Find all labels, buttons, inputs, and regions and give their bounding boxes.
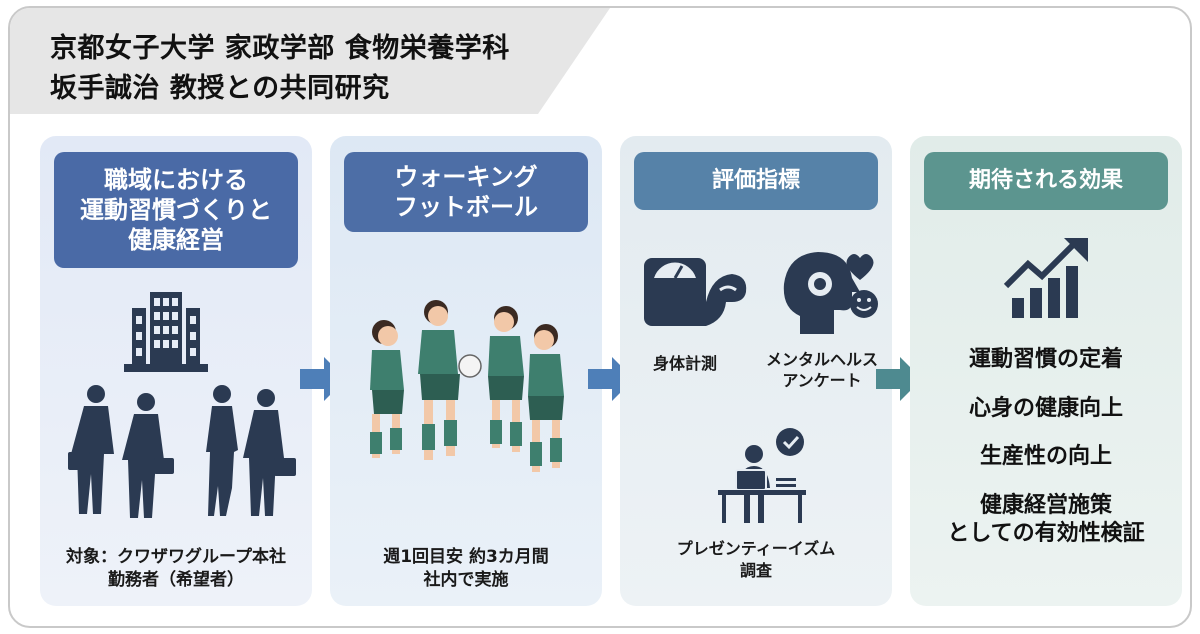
header-title-line2: 坂手誠治 教授との共同研究 (50, 73, 390, 104)
card-workplace: 職域における 運動習慣づくりと 健康経営 (40, 136, 312, 606)
effect-item: 健康経営施策 としての有効性検証 (947, 492, 1145, 547)
header-banner: 京都女子大学 家政学部 食物栄養学科 坂手誠治 教授との共同研究 (10, 8, 610, 114)
card-expected-effects: 期待される効果 運動習慣の定着 心身の健康向上 生産性の向上 健康経営施策 とし… (910, 136, 1182, 606)
effect-item: 心身の健康向上 (968, 395, 1123, 421)
card-walking-football-caption: 週1回目安 約3カ月間 社内で実施 (383, 547, 549, 590)
card-walking-football-title: ウォーキング フットボール (344, 152, 588, 232)
card-expected-effects-title: 期待される効果 (924, 152, 1168, 210)
office-building-icon (124, 292, 208, 372)
business-workers-icon (68, 385, 296, 518)
card-walking-football: ウォーキング フットボール (330, 136, 602, 606)
metric-label-presenteeism: プレゼンティーイズム 調査 (676, 539, 836, 581)
card-evaluation: 評価指標 身体計測 メンタルヘルス アンケート (620, 136, 892, 606)
card-evaluation-title: 評価指標 (634, 152, 878, 210)
football-players-icon (370, 300, 564, 472)
effect-item: 運動習慣の定着 (968, 347, 1123, 372)
metric-label-mental: メンタルヘルス アンケート (765, 350, 878, 390)
header-title-line1: 京都女子大学 家政学部 食物栄養学科 (50, 33, 510, 64)
card-workplace-title: 職域における 運動習慣づくりと 健康経営 (54, 152, 298, 268)
scale-muscle-icon (644, 258, 747, 326)
head-heart-smile-icon (783, 252, 878, 334)
rising-chart-icon (1003, 238, 1088, 318)
card-workplace-caption: 対象：クワザワグループ本社 勤務者（希望者） (66, 547, 286, 590)
diagram-frame: 京都女子大学 家政学部 食物栄養学科 坂手誠治 教授との共同研究 職域における … (8, 6, 1192, 628)
effect-item: 生産性の向上 (979, 444, 1112, 470)
effects-list: 運動習慣の定着 心身の健康向上 生産性の向上 健康経営施策 としての有効性検証 (910, 346, 1182, 569)
laptop-worker-icon (718, 428, 806, 523)
metric-label-body: 身体計測 (652, 354, 717, 373)
